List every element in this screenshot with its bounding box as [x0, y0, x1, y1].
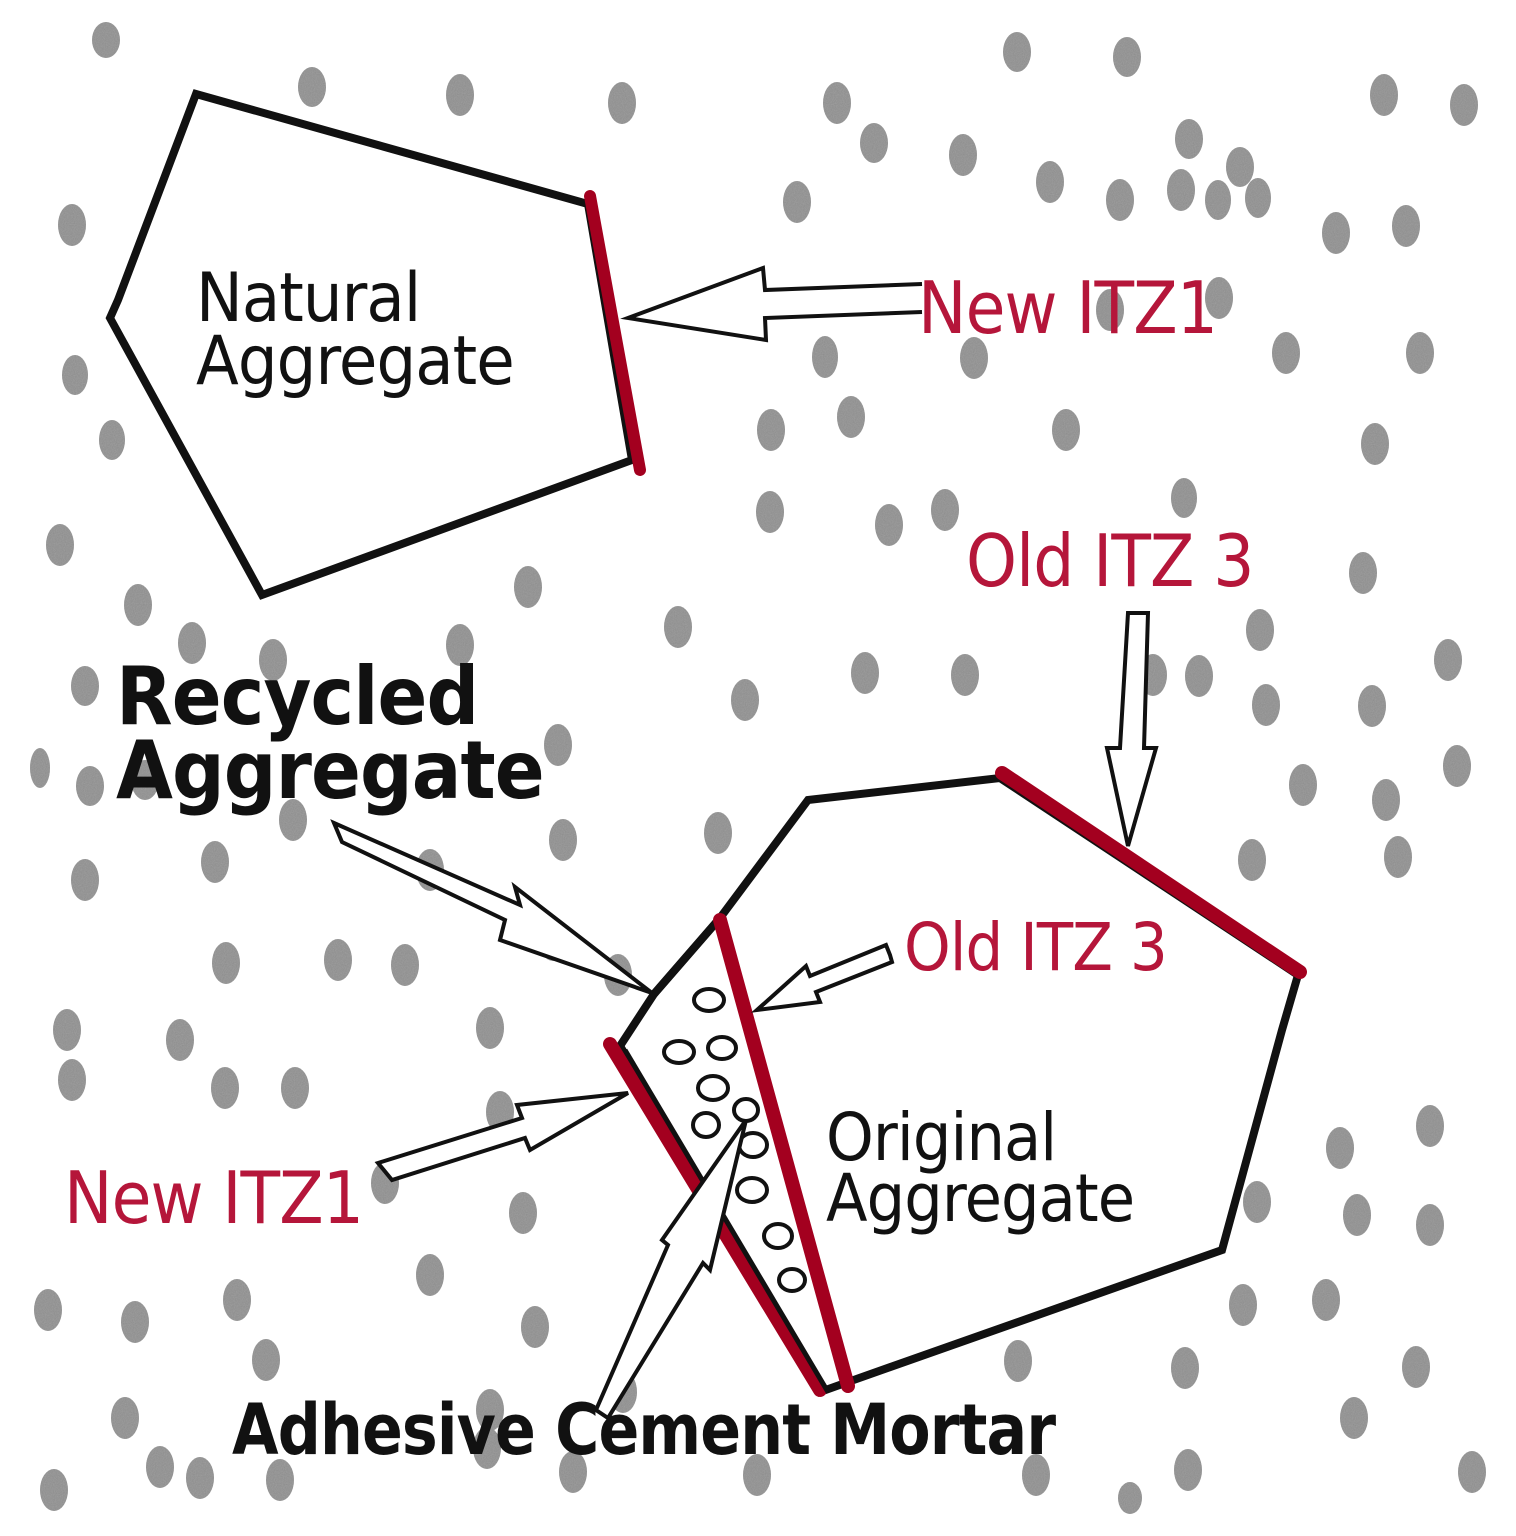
sand-particles	[30, 22, 1486, 1514]
recycled-aggregate-shape	[615, 773, 1303, 1397]
new-itz1-label-top: New ITZ1	[918, 266, 1218, 350]
adhesive-cement-mortar-label: Adhesive Cement Mortar	[232, 1389, 1056, 1471]
arrow-new-itz1-bottom	[374, 1091, 630, 1183]
old-itz3-highlight-top	[995, 766, 1307, 979]
natural-aggregate-label: Natural Aggregate	[196, 259, 515, 401]
arrow-new-itz1-top	[620, 265, 923, 343]
arrow-old-itz3-top	[1104, 611, 1159, 847]
original-aggregate-label: Original Aggregate	[826, 1099, 1135, 1237]
new-itz1-label-bottom: New ITZ1	[64, 1156, 364, 1240]
recycled-aggregate-label: Recycled Aggregate	[116, 650, 545, 817]
old-itz3-label-top: Old ITZ 3	[966, 519, 1254, 603]
arrow-adhesive-mortar	[593, 1118, 748, 1421]
old-itz3-label-middle: Old ITZ 3	[904, 909, 1168, 986]
new-itz1-highlight-natural	[584, 190, 646, 476]
old-itz3-highlight-inner	[713, 913, 855, 1393]
arrow-recycled-aggregate	[330, 819, 654, 995]
arrow-old-itz3-middle	[750, 942, 895, 1013]
